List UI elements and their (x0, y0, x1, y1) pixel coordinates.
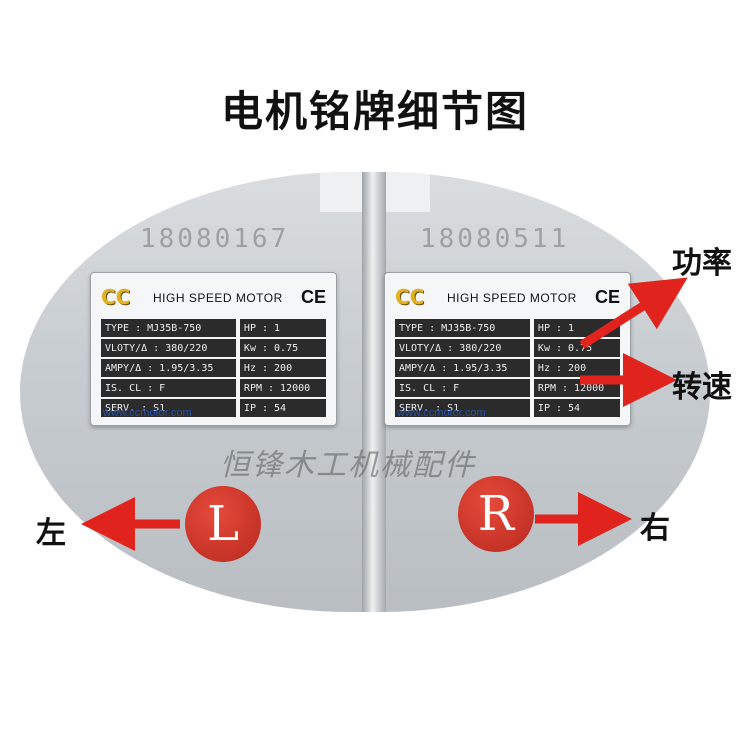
spec-cell: Kw : 0.75 (239, 339, 326, 357)
right-label: 右 (640, 511, 670, 546)
spec-cell: SERV. : S1 (395, 399, 530, 417)
plate-url: www.ccmotor.com (397, 407, 486, 419)
right-rotation-badge: R (458, 476, 534, 552)
spec-cell: IS. CL : F (101, 379, 236, 397)
spec-cell: IP : 54 (533, 399, 620, 417)
spec-cell: Hz : 200 (239, 359, 326, 377)
speed-label: 转速 (672, 370, 732, 405)
watermark: 恒锋木工机械配件 (220, 448, 476, 483)
plate-heading: HIGH SPEED MOTOR (447, 291, 577, 305)
spec-cell: IS. CL : F (395, 379, 530, 397)
spec-cell: RPM : 12000 (239, 379, 326, 397)
spec-cell: VLOTY/Δ : 380/220 (101, 339, 236, 357)
cc-logo: CC (101, 285, 131, 309)
spec-cell: IP : 54 (239, 399, 326, 417)
left-label: 左 (36, 516, 66, 551)
engraved-number-right: 18080511 (420, 224, 570, 254)
plate-url: www.ccmotor.com (103, 407, 192, 419)
cc-logo: CC (395, 285, 425, 309)
motor-gap (362, 172, 386, 612)
page-title: 电机铭牌细节图 (220, 87, 529, 136)
nameplate-photo: 18080167 18080511 CC HIGH SPEED MOTOR CE… (20, 172, 710, 612)
power-arrow (579, 277, 688, 349)
spec-cell: HP : 1 (239, 319, 326, 337)
spec-cell: AMPY/Δ : 1.95/3.35 (101, 359, 236, 377)
spec-cell: SERV. : S1 (101, 399, 236, 417)
ce-mark: CE (300, 287, 326, 307)
spec-cell: TYPE : MJ35B-750 (101, 319, 236, 337)
left-rotation-badge: L (185, 486, 261, 562)
power-label: 功率 (672, 246, 732, 281)
spec-cell: Hz : 200 (533, 359, 620, 377)
plate-heading: HIGH SPEED MOTOR (153, 291, 283, 305)
spec-cell: AMPY/Δ : 1.95/3.35 (395, 359, 530, 377)
ce-mark: CE (594, 287, 620, 307)
spec-cell: VLOTY/Δ : 380/220 (395, 339, 530, 357)
engraved-number-left: 18080167 (140, 224, 290, 254)
spec-cell: TYPE : MJ35B-750 (395, 319, 530, 337)
spec-cell: Kw : 0.75 (533, 339, 620, 357)
